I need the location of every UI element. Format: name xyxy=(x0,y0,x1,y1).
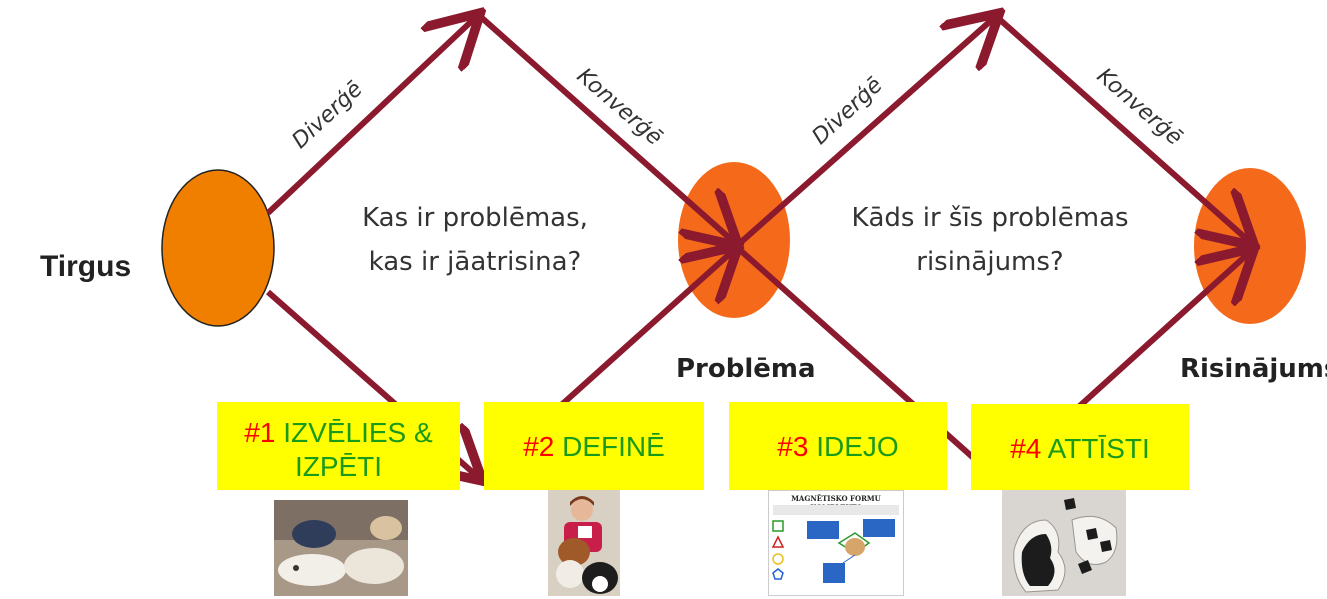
diverge-arrow-2-down xyxy=(738,247,998,481)
step-4-number: #4 xyxy=(1010,433,1042,464)
photo-4-puzzle-pieces xyxy=(1002,490,1126,596)
step-3-word: IDEJO xyxy=(816,431,899,462)
diverge-label-1: Diverģē xyxy=(288,77,368,154)
market-label: Tirgus xyxy=(40,250,132,283)
diverge-arrow-2-up xyxy=(738,17,995,246)
converge-arrow-1-down xyxy=(480,15,734,242)
step-1-number: #1 xyxy=(244,417,276,448)
problem-label: Problēma xyxy=(676,354,816,384)
step-3-box: #3 IDEJO xyxy=(729,402,947,490)
converge-label-2: Konverģē xyxy=(1092,63,1187,150)
photo-1-dogs-lying xyxy=(274,500,408,596)
question-1: Kas ir problēmas, kas ir jāatrisina? xyxy=(362,203,588,277)
step-4-box: #4 ATTĪSTI xyxy=(971,404,1189,490)
solution-node xyxy=(1194,168,1306,324)
step-4-word: ATTĪSTI xyxy=(1047,433,1150,464)
solution-label: Risinājums xyxy=(1180,354,1327,384)
converge-arrow-2-down xyxy=(996,15,1250,242)
diverge-label-2: Diverģē xyxy=(808,73,888,150)
step-2-box: #2 DEFINĒ xyxy=(484,402,704,490)
step-2-word: DEFINĒ xyxy=(562,431,665,462)
question-2: Kāds ir šīs problēmas risinājums? xyxy=(851,203,1129,277)
step-2-number: #2 xyxy=(523,431,555,462)
photo-3-magnetic-shapes-sheet: MAGNĒTISKO FORMU KOMPLEKTS xyxy=(768,490,904,596)
step-1-word: IZVĒLIES & IZPĒTI xyxy=(283,417,433,482)
step-3-number: #3 xyxy=(777,431,809,462)
step-1-box: #1 IZVĒLIES & IZPĒTI xyxy=(217,402,460,490)
photo-2-person-with-dogs xyxy=(548,490,620,596)
diverge-arrow-1-up xyxy=(265,17,476,216)
market-node xyxy=(161,169,275,327)
